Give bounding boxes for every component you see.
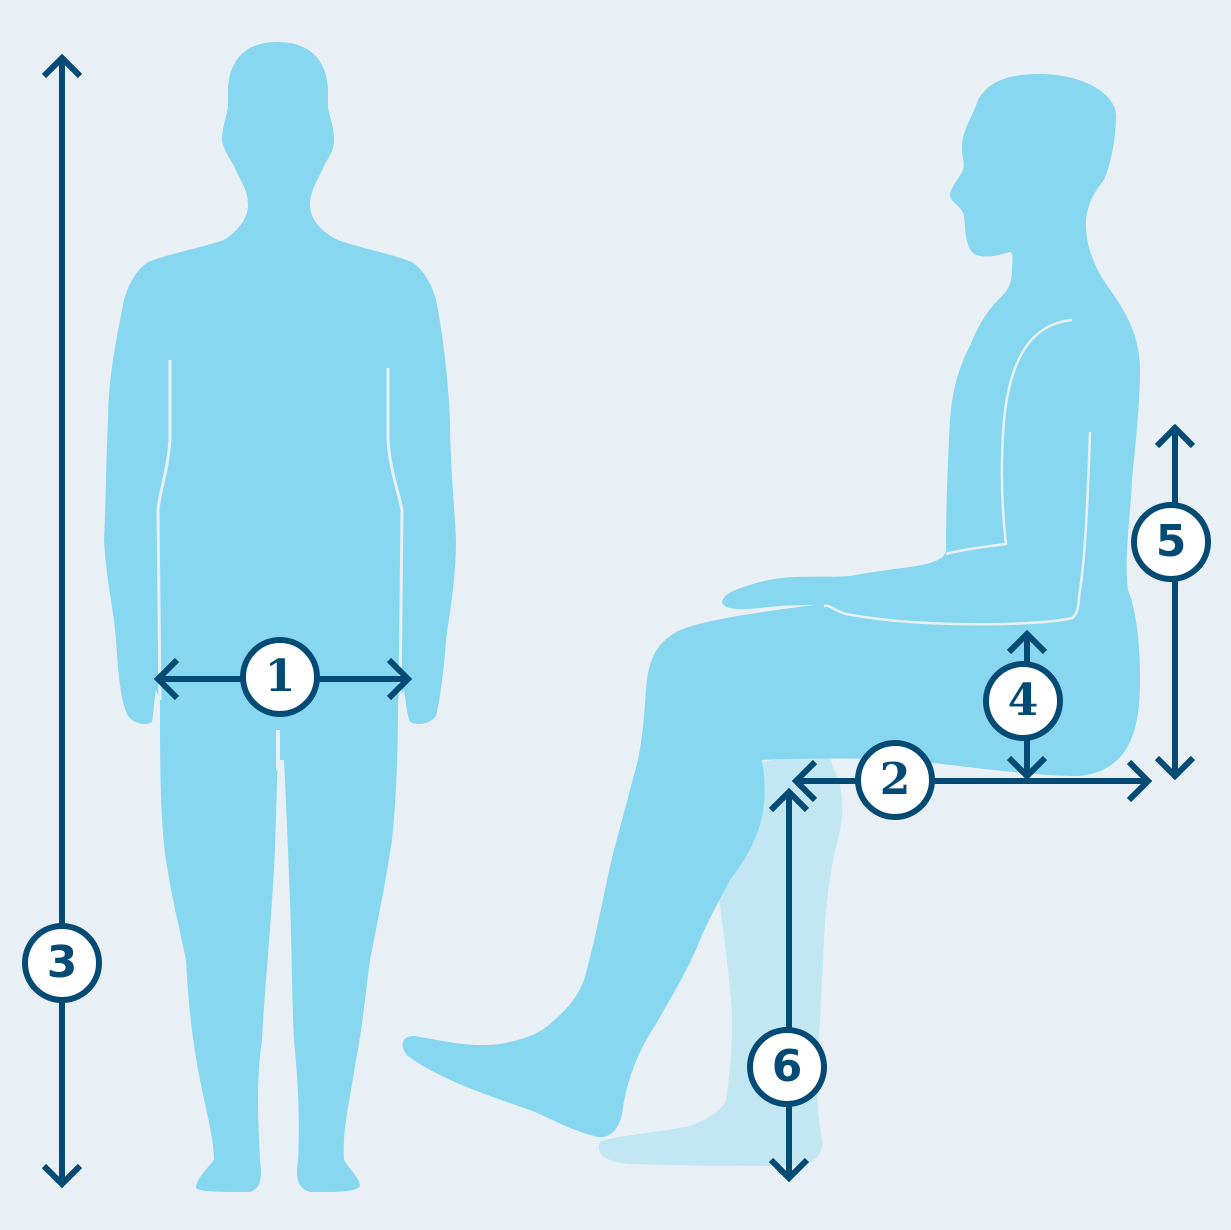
badge-label: 5 <box>1155 516 1187 567</box>
knee-height-arrow-6 <box>768 787 810 1183</box>
seat-depth-arrow-2 <box>791 759 1153 803</box>
measurement-badge-1: 1 <box>240 637 320 717</box>
height-arrow-3 <box>41 53 83 1189</box>
measurement-badge-3: 3 <box>22 923 102 1003</box>
badge-label: 6 <box>771 1041 803 1092</box>
badge-label: 4 <box>1007 675 1039 726</box>
measurement-badge-4: 4 <box>983 661 1063 741</box>
measurement-badge-2: 2 <box>855 740 935 820</box>
measurement-badge-5: 5 <box>1131 502 1211 582</box>
badge-label: 2 <box>879 754 911 805</box>
measurement-badge-6: 6 <box>747 1027 827 1107</box>
badge-label: 3 <box>46 937 78 988</box>
badge-label: 1 <box>264 651 296 702</box>
elbow-height-arrow-5 <box>1154 423 1196 781</box>
seated-person-figure <box>402 74 1141 1138</box>
standing-person-figure <box>104 42 456 1192</box>
